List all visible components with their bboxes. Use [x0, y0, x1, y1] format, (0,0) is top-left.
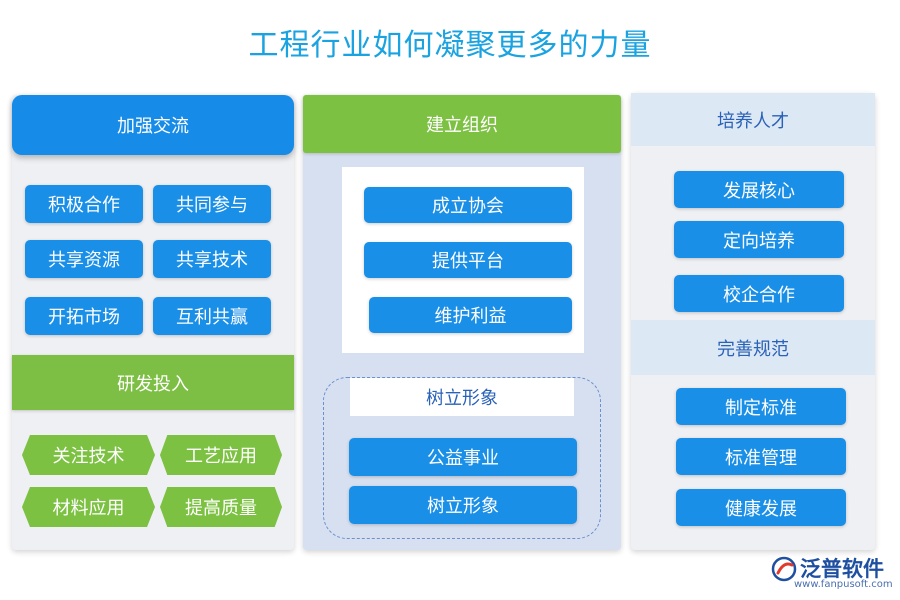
header-communication[interactable]: 加强交流 — [12, 95, 294, 155]
item-establish-association[interactable]: 成立协会 — [364, 187, 572, 223]
item-public-welfare[interactable]: 公益事业 — [349, 438, 577, 476]
item-active-cooperation[interactable]: 积极合作 — [25, 185, 143, 223]
item-open-market[interactable]: 开拓市场 — [25, 297, 143, 335]
item-joint-participation[interactable]: 共同参与 — [153, 185, 271, 223]
logo-name: 泛普软件 — [800, 557, 884, 581]
header-improve-standards[interactable]: 完善规范 — [631, 320, 875, 375]
item-mutual-benefit[interactable]: 互利共赢 — [153, 297, 271, 335]
item-material-application[interactable]: 材料应用 — [22, 487, 155, 527]
item-focus-technology[interactable]: 关注技术 — [22, 435, 155, 475]
header-cultivate-talent[interactable]: 培养人才 — [631, 93, 875, 146]
item-provide-platform[interactable]: 提供平台 — [364, 242, 572, 278]
header-build-image[interactable]: 树立形象 — [350, 378, 574, 416]
page-title: 工程行业如何凝聚更多的力量 — [248, 28, 652, 63]
image-section-dashed — [323, 377, 601, 539]
item-improve-quality[interactable]: 提高质量 — [160, 487, 282, 527]
header-rnd-investment[interactable]: 研发投入 — [12, 355, 294, 410]
header-organization[interactable]: 建立组织 — [303, 95, 621, 153]
item-targeted-training[interactable]: 定向培养 — [674, 221, 844, 258]
item-set-standards[interactable]: 制定标准 — [676, 388, 846, 425]
item-school-enterprise[interactable]: 校企合作 — [674, 275, 844, 312]
item-protect-interests[interactable]: 维护利益 — [369, 297, 572, 333]
item-share-resources[interactable]: 共享资源 — [25, 240, 143, 278]
fanpu-logo: 泛普软件 www.fanpusoft.com — [770, 553, 895, 593]
item-share-technology[interactable]: 共享技术 — [153, 240, 271, 278]
item-develop-core[interactable]: 发展核心 — [674, 171, 844, 208]
item-standards-management[interactable]: 标准管理 — [676, 438, 846, 475]
item-build-image[interactable]: 树立形象 — [349, 486, 577, 524]
logo-url: www.fanpusoft.com — [794, 579, 893, 590]
fanpu-logo-mark-icon — [771, 556, 797, 582]
item-healthy-development[interactable]: 健康发展 — [676, 489, 846, 526]
item-process-application[interactable]: 工艺应用 — [160, 435, 282, 475]
